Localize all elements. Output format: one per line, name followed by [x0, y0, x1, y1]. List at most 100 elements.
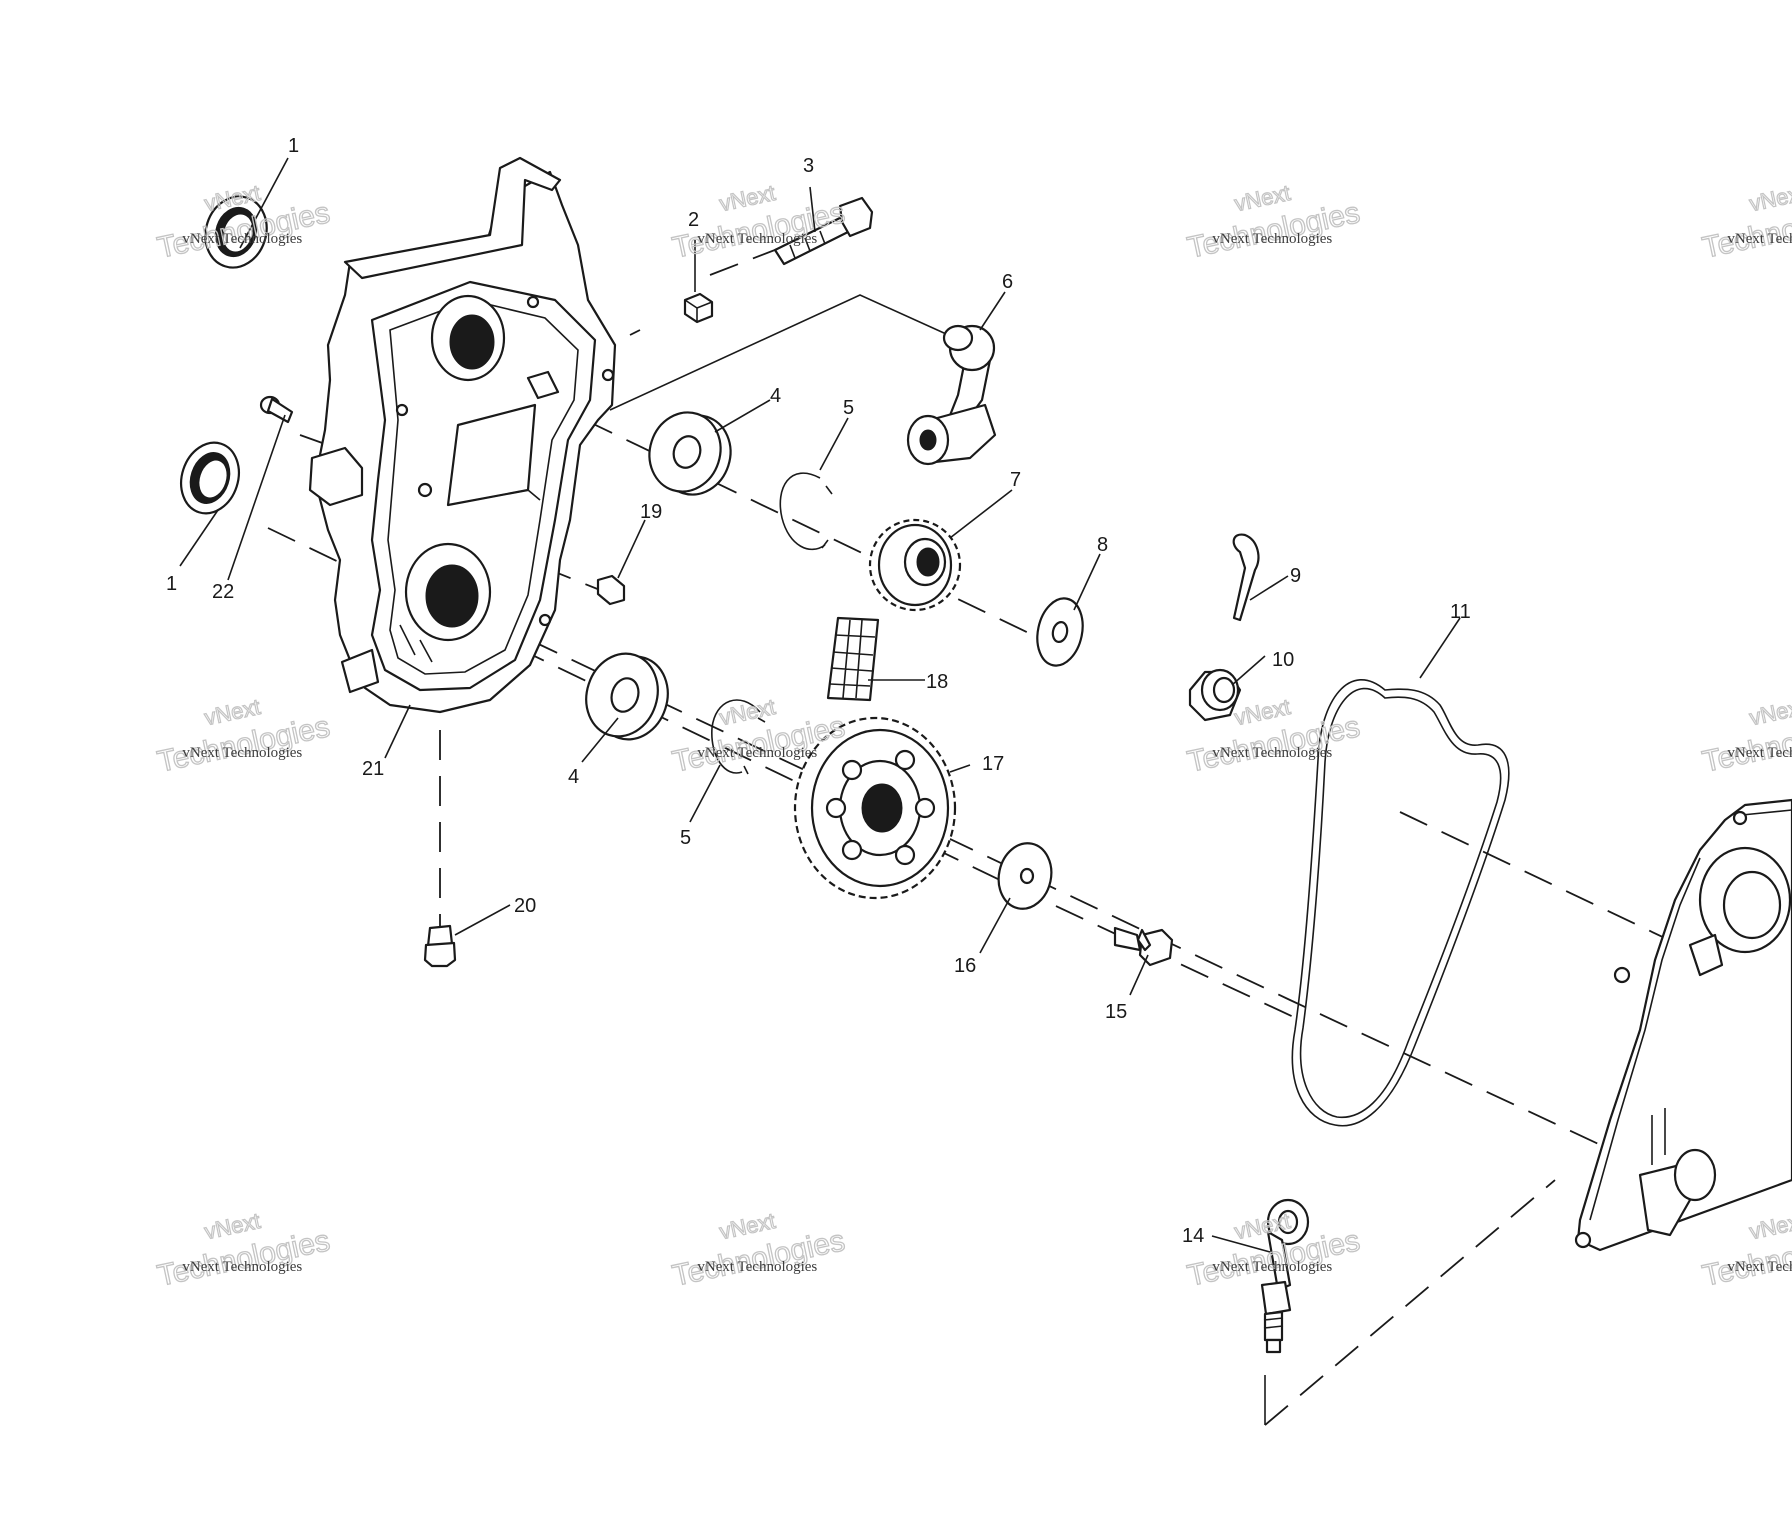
nut-part: [596, 574, 626, 606]
svg-text:vNext Technologies: vNext Technologies: [182, 1259, 302, 1275]
svg-text:vNext Technologies: vNext Technologies: [697, 231, 817, 247]
bolt-short-part: [1113, 926, 1174, 967]
chaincase-housing-part: [308, 156, 617, 714]
svg-text:vNext: vNext: [1747, 1208, 1792, 1244]
watermark-r2c1: vNext Technologies vNext Technologies: [154, 693, 333, 779]
housing-bolt-hole-1: [417, 482, 433, 498]
watermark-r1c3: vNext Technologies vNext Technologies: [1184, 179, 1363, 265]
leader-5b: [689, 764, 721, 823]
sprocket-small-part: [868, 518, 962, 612]
callout-20: 20: [514, 895, 536, 917]
leader-10: [1231, 655, 1266, 686]
housing-bolt-hole-5: [526, 295, 540, 309]
leader-17: [949, 764, 971, 773]
washer-large-part: [997, 842, 1053, 910]
axis-lower: [529, 639, 1651, 1169]
housing-lower-foot: [340, 648, 380, 694]
leader-4b: [581, 717, 619, 763]
svg-text:vNext Technologies: vNext Technologies: [182, 745, 302, 761]
cotter-pin-part: [1232, 533, 1260, 622]
leader-21: [384, 704, 411, 759]
leader-14: [1211, 1235, 1271, 1253]
callout-9: 9: [1290, 565, 1301, 587]
svg-text:vNext Technologies: vNext Technologies: [1727, 231, 1792, 247]
callout-17: 17: [982, 753, 1004, 775]
axis-cover-upper: [1399, 811, 1691, 951]
callout-11: 11: [1450, 601, 1471, 623]
svg-text:vNext Technologies: vNext Technologies: [1727, 1259, 1792, 1275]
washer-part: [1036, 597, 1084, 667]
callout-15: 15: [1105, 1001, 1127, 1023]
leader-9: [1249, 575, 1289, 601]
bearing-lower-part: [585, 652, 669, 741]
leader-lines: [179, 157, 1461, 1253]
leader-11: [1419, 617, 1461, 679]
housing-bolt-hole-2: [395, 403, 409, 417]
callout-4-lower: 4: [568, 766, 579, 788]
callout-10: 10: [1272, 649, 1294, 671]
callout-19: 19: [640, 501, 662, 523]
callout-8: 8: [1097, 534, 1108, 556]
cover-lower-bore: [1673, 1148, 1717, 1202]
housing-bolt-hole-4: [601, 368, 615, 382]
sprocket-large-part: [793, 716, 957, 900]
svg-text:vNext Technologies: vNext Technologies: [1212, 1259, 1332, 1275]
axis-dipstick: [1264, 1179, 1556, 1426]
leader-7: [949, 489, 1013, 539]
callout-6: 6: [1002, 271, 1013, 293]
dipstick-part: [1260, 1198, 1310, 1354]
svg-text:vNext Technologies: vNext Technologies: [182, 231, 302, 247]
housing-inner-rim: [387, 299, 579, 675]
housing-tensioner-edge: [447, 489, 541, 506]
watermark-r2c4: vNext Technologies vNext Technologies: [1699, 693, 1792, 779]
housing-side-boss: [308, 446, 364, 507]
leader-20: [454, 904, 511, 936]
callout-14: 14: [1182, 1225, 1204, 1247]
watermark-r1c4: vNext Technologies vNext Technologies: [1699, 179, 1792, 265]
axis-upper: [267, 527, 1301, 1021]
nut-small-part: [683, 292, 714, 324]
leader-22: [227, 414, 286, 581]
callout-5-lower: 5: [680, 827, 691, 849]
leader-8: [1073, 553, 1101, 611]
axis-bolt: [709, 247, 781, 276]
sprocket-large-hub: [861, 783, 903, 833]
svg-text:vNext: vNext: [1747, 694, 1792, 730]
callout-22: 22: [212, 581, 234, 603]
snap-ring-upper-part: [779, 472, 833, 551]
leader-19: [617, 519, 646, 579]
housing-stud: [526, 370, 560, 400]
leader-1a: [239, 157, 289, 249]
castle-nut-part: [1188, 668, 1242, 722]
bearing-upper-part: [648, 411, 732, 496]
leader-6: [979, 291, 1006, 331]
watermark-r3c2: vNext Technologies vNext Technologies: [669, 1207, 848, 1293]
gasket-part: [1291, 679, 1510, 1127]
svg-text:vNext Technologies: vNext Technologies: [1212, 745, 1332, 761]
oil-seal-upper-part: [204, 195, 268, 269]
housing-shadow-stripe: [399, 624, 433, 663]
drain-plug-part: [423, 924, 457, 968]
leader-1b: [179, 509, 219, 567]
callout-3: 3: [803, 155, 814, 177]
axis-seal-upper: [584, 419, 1061, 649]
callout-2: 2: [688, 209, 699, 231]
housing-lower-bore-inner: [425, 564, 479, 628]
leader-15: [1129, 954, 1149, 996]
callout-1-upper: 1: [288, 135, 299, 157]
watermark-r3c1: vNext Technologies vNext Technologies: [154, 1207, 333, 1293]
callout-7: 7: [1010, 469, 1021, 491]
svg-text:vNext Technologies: vNext Technologies: [697, 1259, 817, 1275]
callout-18: 18: [926, 671, 948, 693]
svg-text:vNext Technologies: vNext Technologies: [697, 745, 817, 761]
svg-text:vNext: vNext: [1747, 180, 1792, 216]
axis-nut: [629, 329, 641, 336]
svg-text:vNext Technologies: vNext Technologies: [1727, 745, 1792, 761]
tensioner-arm-part: [906, 324, 997, 466]
chaincase-cover-part: [1574, 798, 1792, 1252]
assembly-axes: [267, 247, 1691, 1426]
callout-1-lower: 1: [166, 573, 177, 595]
leader-3: [809, 186, 816, 233]
